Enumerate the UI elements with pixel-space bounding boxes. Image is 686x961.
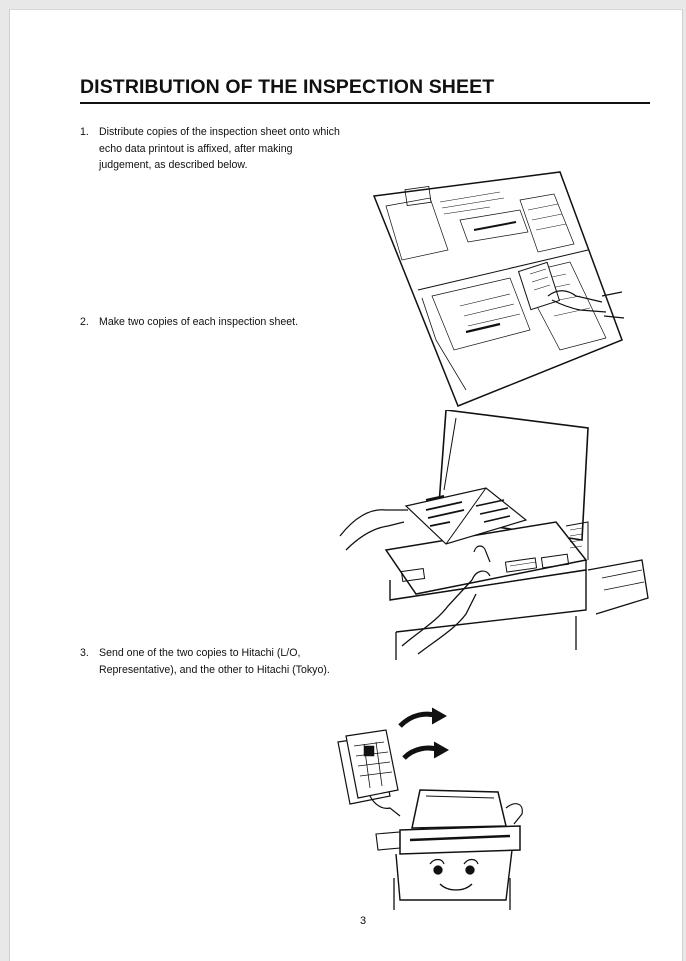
step-3-text: Send one of the two copies to Hitachi (L… — [99, 647, 330, 676]
page-number: 3 — [360, 915, 367, 927]
inspection-sheet-illustration — [372, 171, 625, 407]
step-1-number: 1. — [80, 126, 89, 138]
copier-illustration — [339, 410, 649, 660]
step-3-number: 3. — [80, 647, 89, 659]
send-copies-illustration — [337, 707, 523, 910]
section-title: DISTRIBUTION OF THE INSPECTION SHEET — [80, 76, 650, 104]
step-3: 3. Send one of the two copies to Hitachi… — [80, 645, 340, 678]
step-1-text: Distribute copies of the inspection shee… — [99, 126, 340, 171]
step-2: 2. Make two copies of each inspection sh… — [80, 314, 340, 331]
document-page: DISTRIBUTION OF THE INSPECTION SHEET 1. … — [9, 9, 683, 961]
step-2-text: Make two copies of each inspection sheet… — [99, 316, 299, 328]
step-2-number: 2. — [80, 316, 89, 328]
step-1: 1. Distribute copies of the inspection s… — [80, 124, 340, 174]
